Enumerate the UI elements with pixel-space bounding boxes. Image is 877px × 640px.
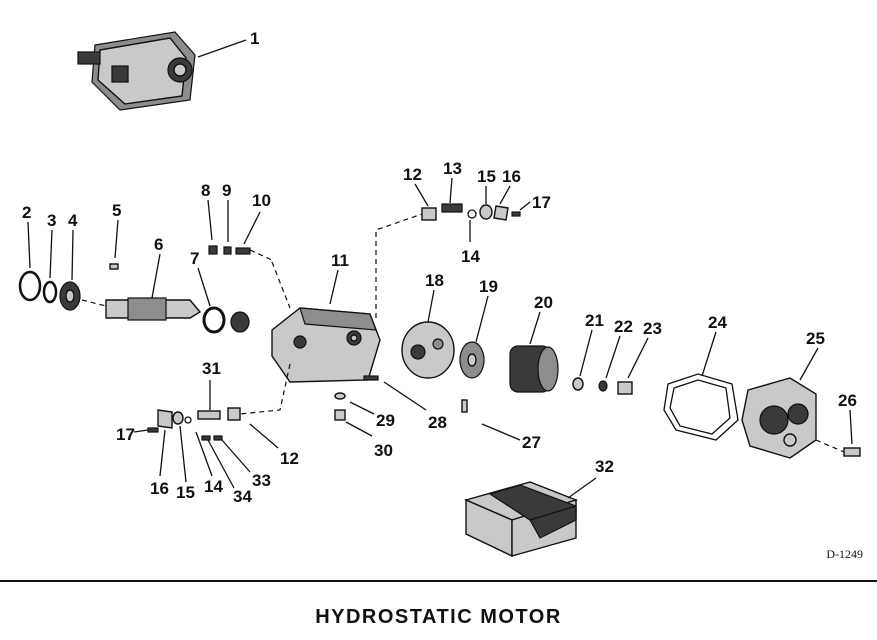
callout-label: 13 <box>443 159 462 178</box>
snap-ring <box>18 221 42 302</box>
diagram-title: HYDROSTATIC MOTOR <box>315 606 562 628</box>
drive-shaft <box>81 253 202 321</box>
upper-valve-group <box>375 177 531 318</box>
callout-label: 2 <box>22 203 31 222</box>
callout-label: 26 <box>838 391 857 410</box>
callout-label: 4 <box>68 211 78 230</box>
callout-label: 1 <box>250 29 259 48</box>
callout-label: 29 <box>376 411 395 430</box>
callout-label: 14 <box>204 477 223 496</box>
callout-label: 27 <box>522 433 541 452</box>
end-plate <box>401 289 455 379</box>
seal-ring-group <box>572 329 649 395</box>
callout-label: 15 <box>176 483 195 502</box>
callout-label: 6 <box>154 235 163 254</box>
callout-label: 14 <box>461 247 480 266</box>
callout-label: 8 <box>201 181 210 200</box>
seal-kit-box <box>463 477 597 558</box>
callout-label: 11 <box>331 251 349 270</box>
seal-washer <box>197 267 250 334</box>
callout-label: 31 <box>202 359 221 378</box>
callout-label: 16 <box>150 479 169 498</box>
callout-label: 12 <box>403 165 422 184</box>
callout-label: 33 <box>252 471 271 490</box>
plug-group-28-29-30 <box>334 375 427 437</box>
callout-label: 17 <box>532 193 551 212</box>
bolt-26 <box>815 409 861 457</box>
callout-label: 34 <box>233 487 252 506</box>
callout-label: 28 <box>428 413 447 432</box>
callout-label: 12 <box>280 449 299 468</box>
callout-label: 22 <box>614 317 633 336</box>
divider-rule <box>0 580 877 582</box>
bearing <box>59 229 81 311</box>
callout-label: 5 <box>112 201 121 220</box>
rotor <box>509 311 559 393</box>
key-5 <box>109 219 119 270</box>
callout-label: 18 <box>425 271 444 290</box>
callout-label: 23 <box>643 319 662 338</box>
lower-valve-group <box>133 363 291 489</box>
end-cover <box>741 347 819 459</box>
callout-label: 9 <box>222 181 231 200</box>
callout-label: 10 <box>252 191 271 210</box>
thrust-washer <box>459 295 489 379</box>
callout-label: 25 <box>806 329 825 348</box>
callout-label: 19 <box>479 277 498 296</box>
washer-3 <box>42 229 58 304</box>
exploded-parts-diagram: 1 2 3 4 5 6 7 8 9 10 11 12 13 14 15 16 1… <box>18 29 861 558</box>
callout-label: 21 <box>585 311 604 330</box>
callout-label: 7 <box>190 249 199 268</box>
drawing-reference-number: D-1249 <box>826 547 863 561</box>
callout-label: 16 <box>502 167 521 186</box>
callout-label: 15 <box>477 167 496 186</box>
assembled-motor <box>77 31 247 111</box>
screw-27 <box>461 399 521 441</box>
gasket <box>663 331 739 441</box>
plug-group-8-9-10 <box>207 199 273 261</box>
callout-label: 24 <box>708 313 727 332</box>
housing <box>271 261 381 383</box>
callout-label: 3 <box>47 211 56 230</box>
callout-labels: 1 2 3 4 5 6 7 8 9 10 11 12 13 14 15 16 1… <box>22 29 857 506</box>
callout-label: 17 <box>116 425 135 444</box>
callout-label: 30 <box>374 441 393 460</box>
callout-label: 20 <box>534 293 553 312</box>
callout-label: 32 <box>595 457 614 476</box>
